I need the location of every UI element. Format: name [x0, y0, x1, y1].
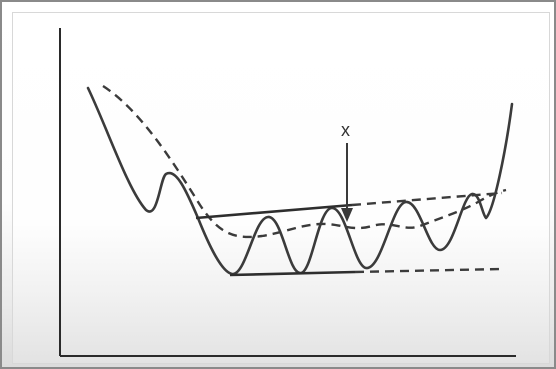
upper-tangent-line [195, 203, 353, 220]
marker-arrowhead [341, 208, 353, 222]
lower-tangent-line [229, 270, 356, 277]
solid-oscillating-curve [86, 86, 514, 276]
diagram-panel [12, 12, 550, 364]
dashed-smoothed-curve [102, 84, 507, 239]
marker-label: x [341, 120, 350, 140]
dashed-lower-envelope [354, 267, 503, 274]
